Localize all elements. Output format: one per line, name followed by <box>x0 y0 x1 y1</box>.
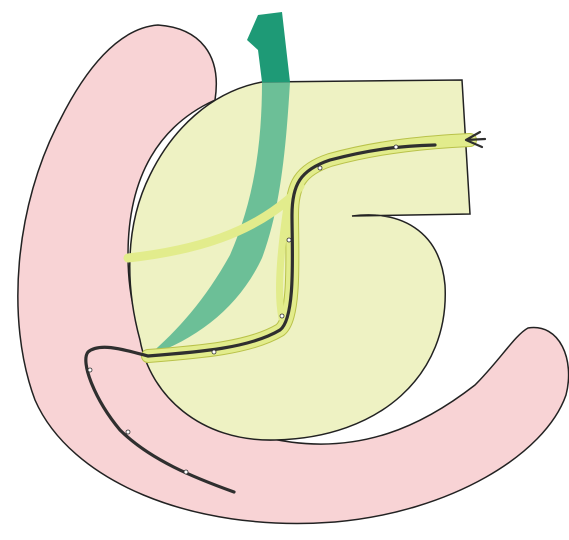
catheter-marker-2 <box>318 166 322 170</box>
catheter-marker-7 <box>126 430 130 434</box>
catheter-marker-6 <box>88 368 92 372</box>
catheter-marker-3 <box>287 238 291 242</box>
catheter-marker-4 <box>280 314 284 318</box>
catheter-marker-8 <box>184 470 188 474</box>
bile-duct-upper-shape <box>247 12 290 82</box>
catheter-marker-5 <box>212 350 216 354</box>
pancreas-shape <box>130 80 470 440</box>
catheter-marker-1 <box>394 145 398 149</box>
